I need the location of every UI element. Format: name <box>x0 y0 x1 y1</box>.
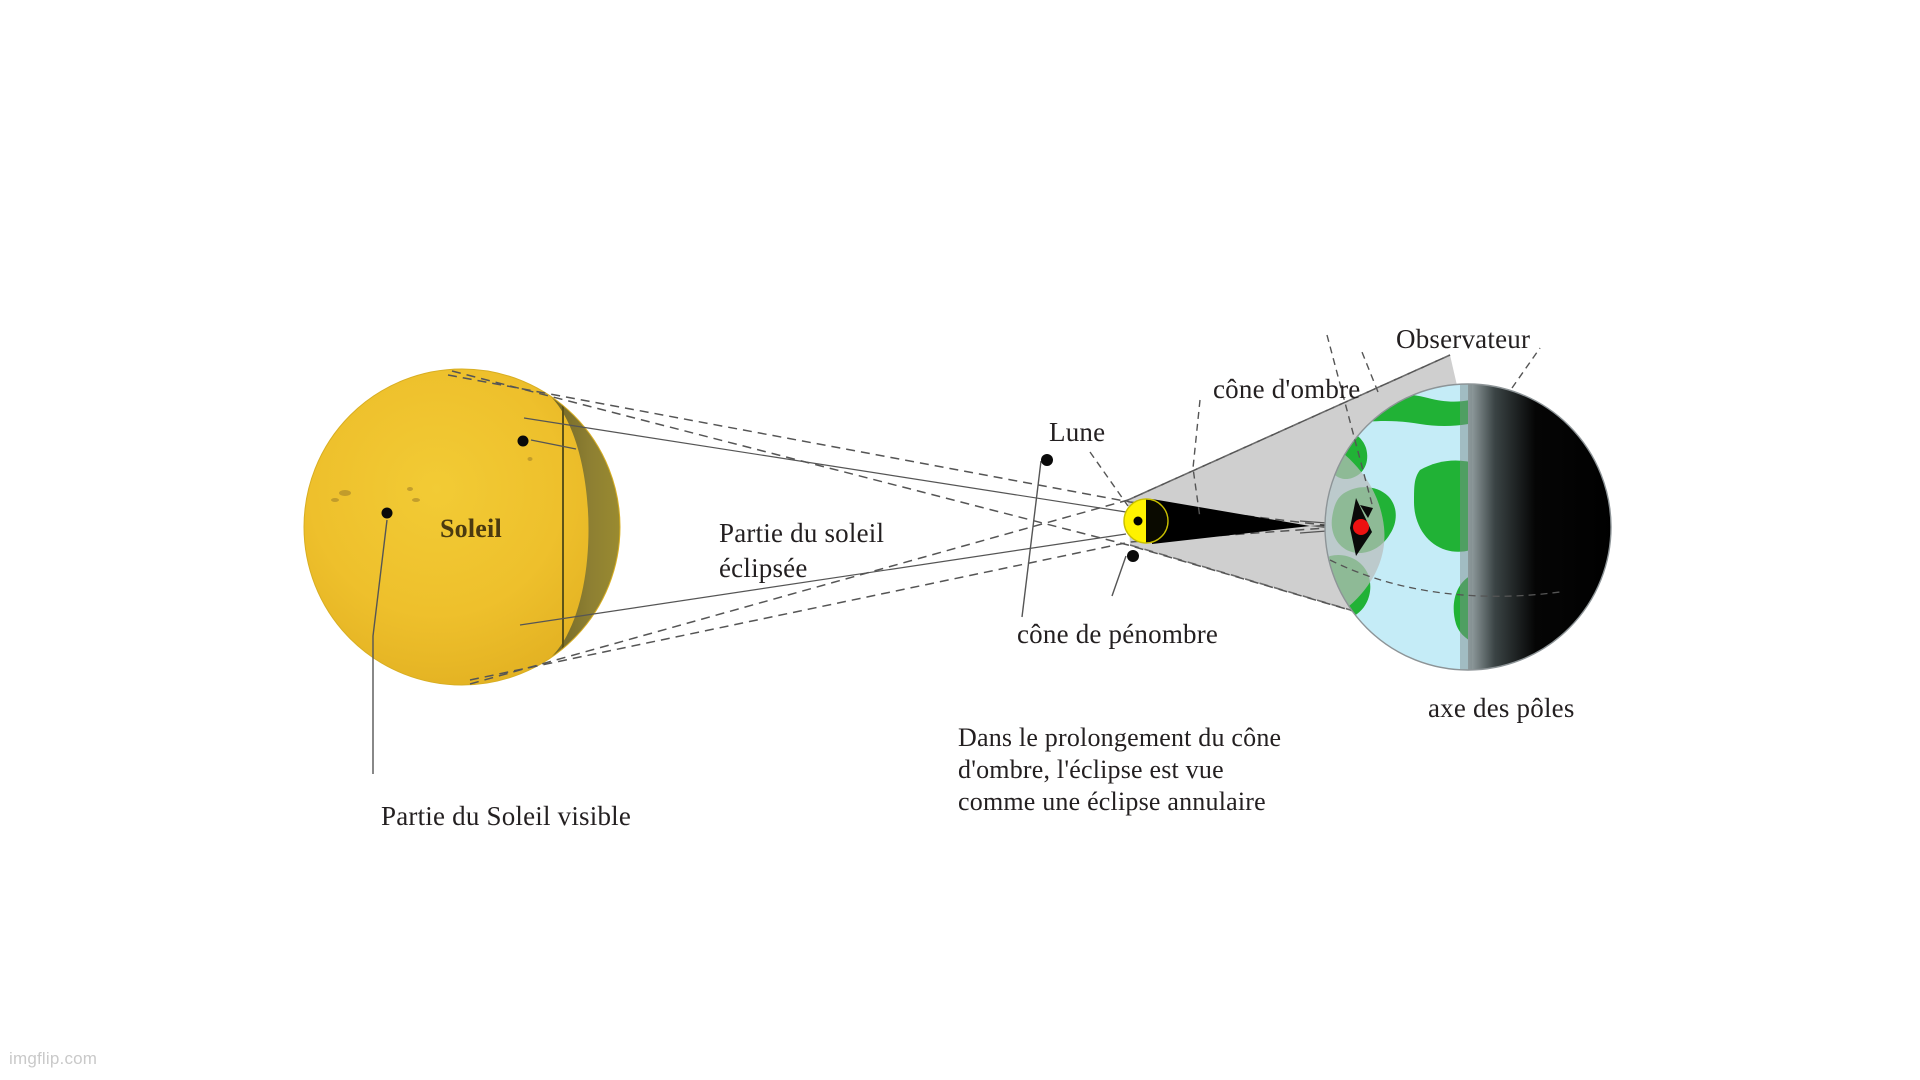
note-line1: Dans le prolongement du cône <box>958 723 1282 752</box>
label-partie-eclipsee-line1: Partie du soleil <box>719 518 885 548</box>
sunspots <box>331 457 533 502</box>
observer-arrowhead <box>1360 505 1373 518</box>
leader-lines <box>372 334 1374 774</box>
dot-cone-penombre <box>1041 454 1053 466</box>
dot-partie-eclipsee <box>517 435 529 447</box>
label-soleil: Soleil <box>440 514 502 543</box>
label-observateur: Observateur <box>1396 324 1531 354</box>
note-line3: comme une éclipse annulaire <box>958 787 1266 816</box>
observer-marker <box>1350 498 1372 556</box>
label-partie-visible: Partie du Soleil visible <box>381 801 632 831</box>
label-lune: Lune <box>1049 417 1106 447</box>
label-cone-ombre: cône d'ombre <box>1213 374 1361 404</box>
imgflip-watermark: imgflip.com <box>9 1049 98 1068</box>
label-cone-penombre: cône de pénombre <box>1017 619 1219 649</box>
note-line2: d'ombre, l'éclipse est vue <box>958 755 1224 784</box>
earth-equator-line <box>1329 559 1561 597</box>
dot-partie-visible <box>381 507 393 519</box>
label-partie-eclipsee-line2: éclipsée <box>719 553 808 583</box>
moon-center-dot <box>1133 516 1143 526</box>
dot-axe-des-poles <box>1127 550 1139 562</box>
annotation-dots <box>381 435 1139 562</box>
polar-axis-line <box>1361 347 1541 393</box>
label-axe-des-poles: axe des pôles <box>1428 693 1575 723</box>
